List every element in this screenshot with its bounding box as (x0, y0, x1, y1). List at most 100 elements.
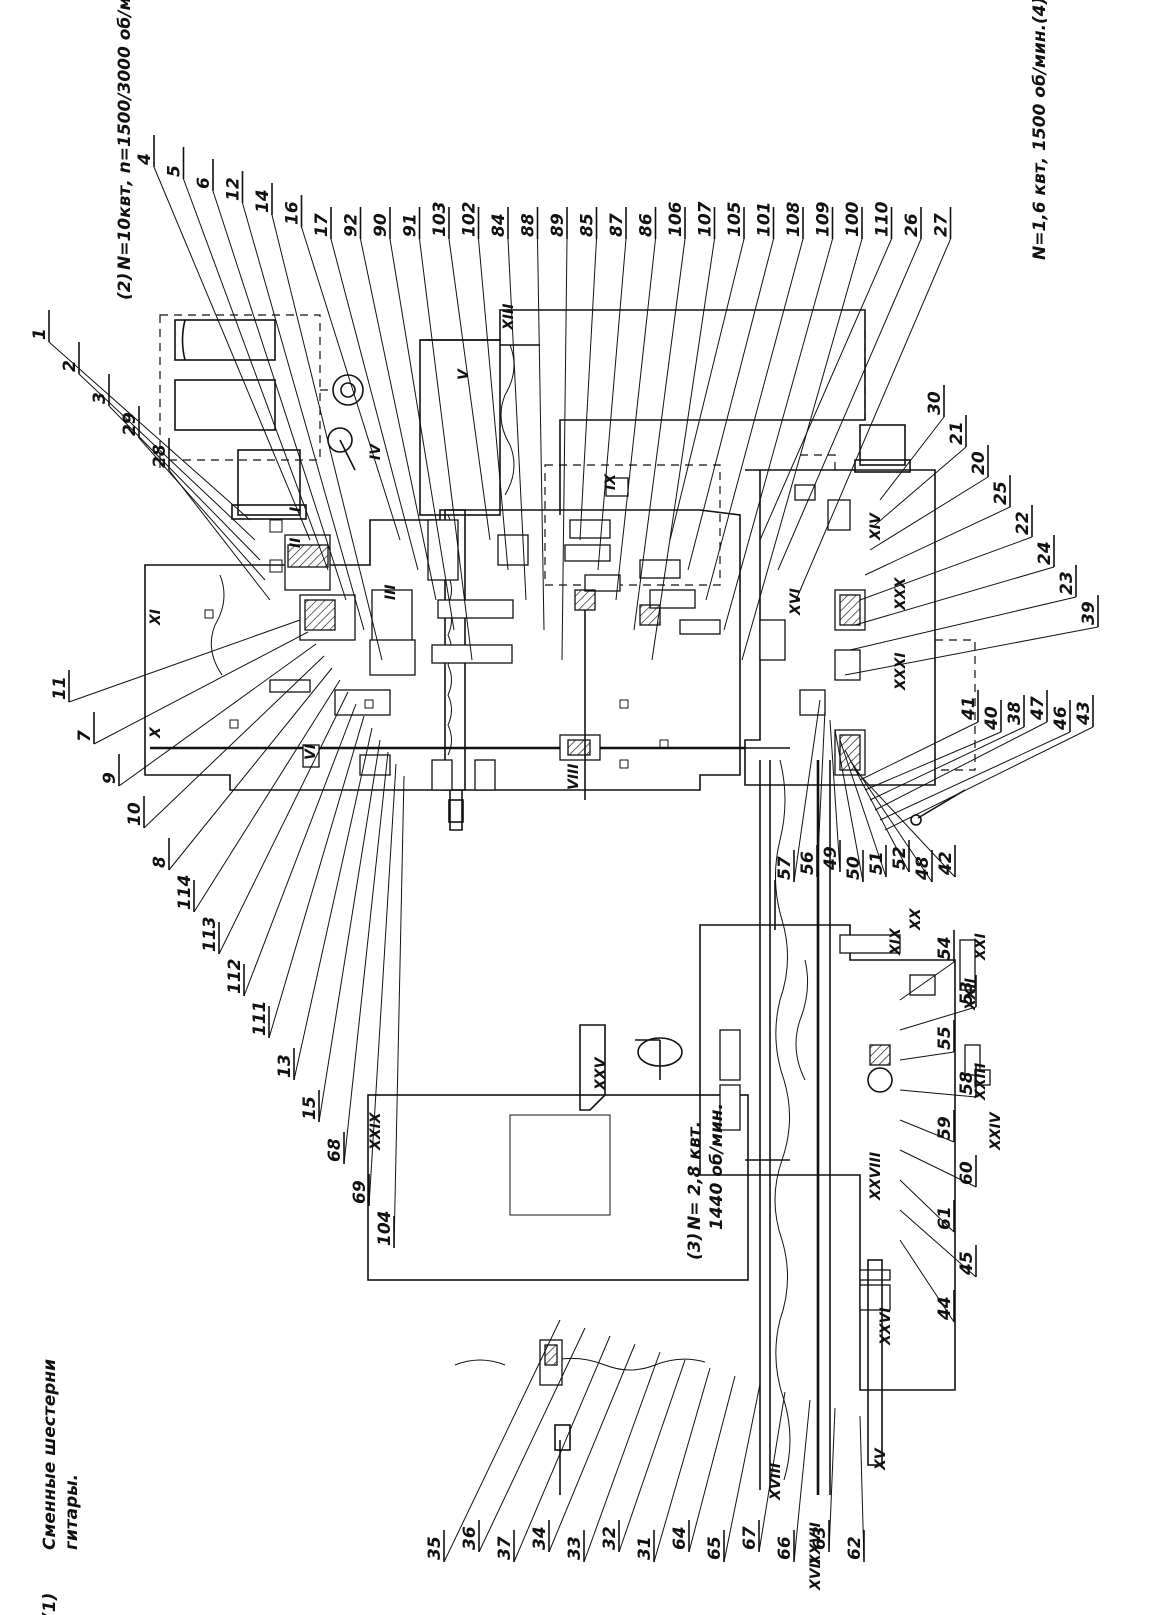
svg-text:92: 92 (342, 213, 362, 237)
headstock-housing (144, 509, 741, 791)
callout-top: 85 (578, 207, 598, 541)
callout-lower-right: 58 (899, 1065, 977, 1098)
svg-text:61: 61 (935, 1206, 955, 1230)
callout-left-bottom: 8 (150, 667, 333, 871)
callout-bottom: 66 (775, 1399, 811, 1563)
svg-text:114: 114 (175, 875, 195, 911)
svg-text:1440 об/мин.: 1440 об/мин. (707, 1103, 727, 1230)
callout-right: 39 (844, 595, 1099, 676)
callout-lower-right: 44 (899, 1239, 955, 1323)
callout-bottom: 36 (460, 1327, 586, 1553)
callout-middle-right: 51 (839, 739, 887, 878)
svg-text:51: 51 (867, 851, 887, 875)
svg-text:90: 90 (371, 213, 391, 237)
callout-top: 103 (430, 202, 491, 541)
svg-text:28: 28 (150, 444, 170, 468)
callout-bottom: 31 (635, 1367, 711, 1563)
svg-text:42: 42 (936, 851, 956, 876)
svg-text:52: 52 (890, 846, 910, 870)
callout-right: 21 (874, 415, 967, 526)
svg-text:65: 65 (705, 1536, 725, 1560)
callout-lower-right: 54 (899, 930, 955, 1001)
callout-middle-right: 38 (869, 695, 1025, 801)
svg-text:25: 25 (991, 481, 1011, 505)
shaft-numeral: XIV (868, 512, 884, 541)
shaft-numeral: XXX (893, 576, 909, 611)
callout-upper: 3 (90, 374, 261, 561)
feed-box-dashed-frame (544, 330, 866, 586)
callout-top: 5 (165, 147, 329, 571)
callout-middle-right: 48 (849, 759, 933, 883)
svg-text:23: 23 (1057, 571, 1077, 595)
svg-text:13: 13 (275, 1054, 295, 1078)
svg-text:107: 107 (696, 201, 716, 237)
callout-bottom: 62 (845, 1415, 865, 1563)
svg-text:111: 111 (250, 1001, 270, 1037)
callout-top: 89 (548, 207, 568, 661)
svg-text:110: 110 (873, 201, 893, 237)
svg-text:12: 12 (224, 177, 244, 201)
svg-text:88: 88 (519, 213, 539, 237)
shaft-numeral: XXV (593, 1056, 609, 1091)
svg-text:16: 16 (283, 201, 303, 225)
feed-shafts (795, 760, 831, 1495)
svg-text:17: 17 (312, 213, 332, 237)
callout-top: 6 (194, 159, 347, 601)
cross-slide-screw (454, 1339, 706, 1386)
rack (867, 1259, 883, 1466)
carriage-gears (719, 934, 991, 1311)
svg-text:45: 45 (957, 1251, 977, 1276)
svg-text:10: 10 (125, 802, 145, 826)
shaft-numeral: XXII (963, 978, 979, 1011)
callout-right: 22 (859, 505, 1033, 601)
callout-top: 86 (615, 207, 657, 601)
handwheel-37 (554, 1424, 571, 1495)
svg-text:29: 29 (120, 412, 140, 436)
shaft-numeral: XXIV (988, 1111, 1004, 1151)
callout-left-bottom: 9 (100, 643, 317, 787)
svg-text:39: 39 (1079, 601, 1099, 625)
callout-left-bottom: 7 (75, 631, 309, 745)
clutch-coupling-shaft-viii (559, 610, 601, 800)
callout-top: 26 (777, 207, 922, 571)
callout-top: 90 (371, 207, 455, 631)
svg-text:57: 57 (775, 856, 795, 880)
svg-text:89: 89 (548, 213, 568, 237)
svg-text:40: 40 (982, 706, 1002, 731)
callout-top: 106 (633, 201, 686, 631)
shaft-numeral: VI (303, 744, 319, 760)
note-3-aux-motor: (3) N= 2,8 квт. 1440 об/мин. (685, 1103, 727, 1260)
svg-text:33: 33 (565, 1536, 585, 1560)
svg-text:N=1,6 квт, 1500 об/мин.(4): N=1,6 квт, 1500 об/мин.(4) (1030, 0, 1050, 260)
callout-middle-right: 47 (874, 690, 1048, 811)
callout-lower-right: 53 (899, 975, 977, 1031)
svg-text:27: 27 (932, 213, 952, 237)
shaft-numeral: VIII (566, 764, 582, 790)
callout-bottom: 32 (600, 1359, 686, 1553)
svg-text:4: 4 (135, 153, 155, 166)
callout-right: 23 (849, 565, 1077, 651)
svg-text:46: 46 (1051, 706, 1071, 731)
svg-text:60: 60 (957, 1161, 977, 1185)
svg-text:112: 112 (225, 959, 245, 995)
dial-knobs (327, 374, 364, 471)
callout-top: 84 (489, 207, 527, 601)
svg-text:101: 101 (755, 202, 775, 238)
clutch-housing-small-squares (204, 519, 669, 769)
shaft-numeral: XXIX (368, 1111, 384, 1151)
svg-text:11: 11 (50, 676, 70, 700)
feed-box-gears (564, 477, 721, 635)
svg-text:Сменные шестерни: Сменные шестерни (40, 1359, 60, 1550)
shaft-xiii (500, 344, 540, 496)
callout-middle-right: 42 (854, 769, 956, 878)
callout-top: 107 (651, 201, 716, 661)
callout-left-bottom: 111 (250, 715, 365, 1039)
svg-text:(3): (3) (685, 1233, 705, 1260)
svg-text:20: 20 (969, 451, 989, 475)
callout-left-bottom: 113 (200, 691, 349, 955)
svg-text:7: 7 (75, 730, 95, 742)
callout-middle-right: 50 (834, 729, 864, 883)
callout-top: 110 (759, 201, 893, 541)
svg-text:37: 37 (495, 1536, 515, 1560)
